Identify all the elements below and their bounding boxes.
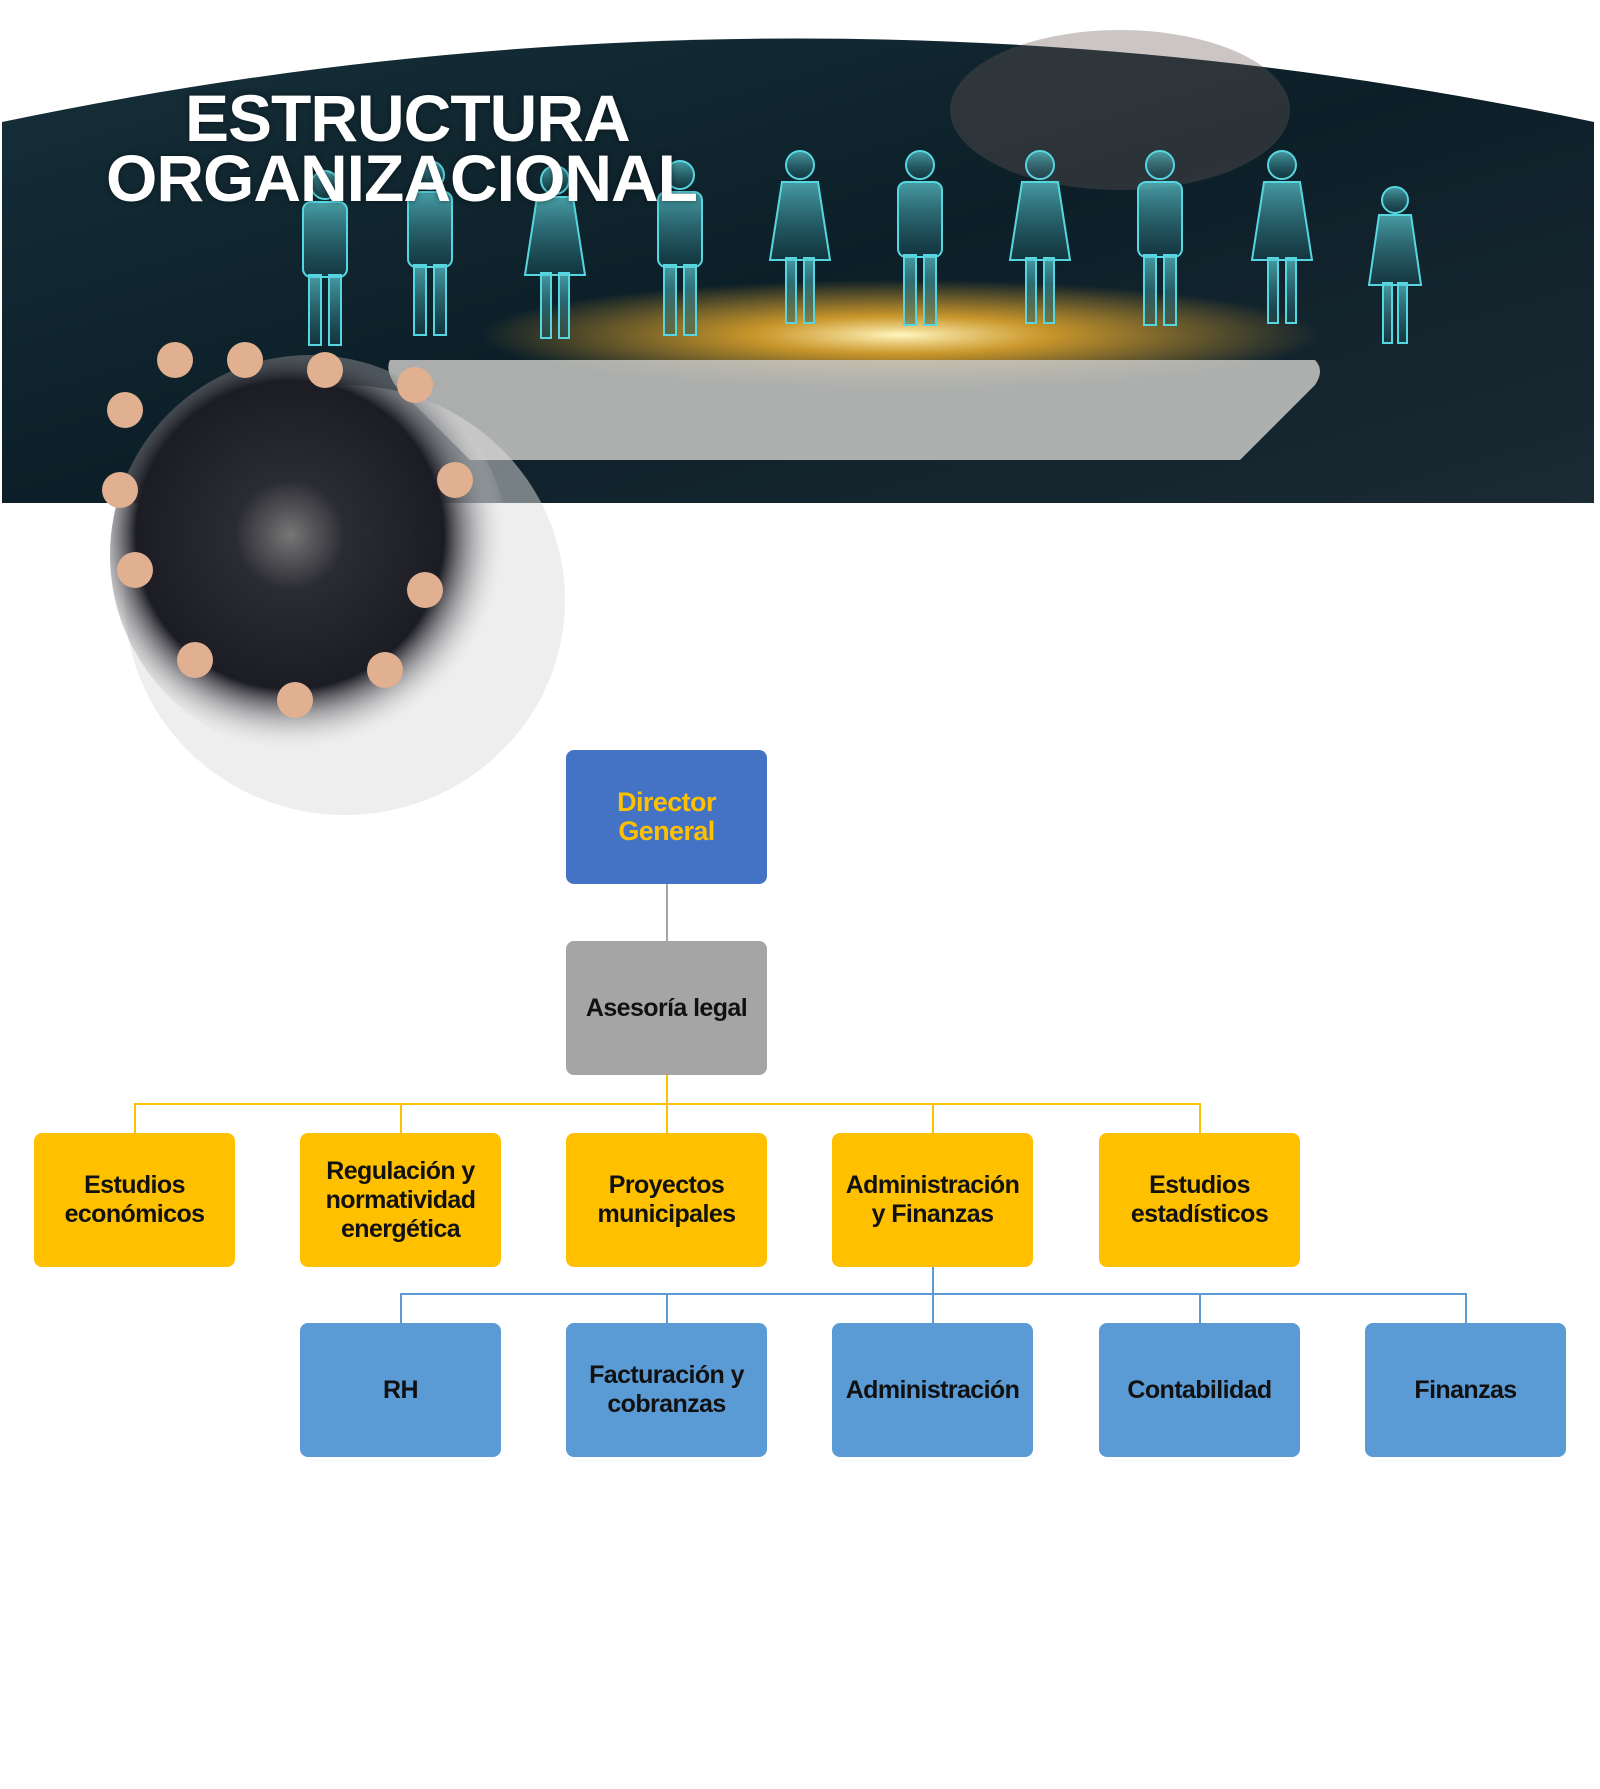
org-node-administracion-finanzas: Administración y Finanzas (832, 1133, 1033, 1267)
page-title-line2: ORGANIZACIONAL (106, 141, 698, 215)
org-node-label: Finanzas (1414, 1375, 1517, 1404)
org-node-director-general: Director General (566, 750, 767, 884)
org-node-label: RH (383, 1375, 419, 1404)
connector-director-advisor (666, 884, 668, 941)
connector-advisor-departments (666, 1075, 668, 1105)
team-hands-photo (102, 342, 565, 815)
org-node-rh: RH (300, 1323, 501, 1457)
org-node-label: Estudios estadísticos (1130, 1171, 1269, 1228)
connector-drop (1465, 1293, 1467, 1323)
org-node-label: Regulación y normatividad energética (325, 1156, 476, 1243)
org-node-proyectos-municipales: Proyectos municipales (566, 1133, 767, 1267)
org-node-label: Administración y Finanzas (845, 1171, 1020, 1228)
org-node-label: Administración (845, 1375, 1020, 1404)
org-node-facturacion-cobranzas: Facturación y cobranzas (566, 1323, 767, 1457)
org-node-estudios-economicos: Estudios económicos (34, 1133, 235, 1267)
org-node-regulacion-normatividad: Regulación y normatividad energética (300, 1133, 501, 1267)
connector-drop (932, 1103, 934, 1133)
connector-drop (1199, 1293, 1201, 1323)
org-node-administracion: Administración (832, 1323, 1033, 1457)
org-node-asesoria-legal: Asesoría legal (566, 941, 767, 1075)
org-node-label: Facturación y cobranzas (589, 1361, 744, 1418)
org-node-label: Director General (617, 787, 716, 846)
org-node-estudios-estadisticos: Estudios estadísticos (1099, 1133, 1300, 1267)
connector-drop (400, 1293, 402, 1323)
connector-drop (400, 1103, 402, 1133)
connector-subdepartments-bus (400, 1293, 1466, 1295)
connector-drop (134, 1103, 136, 1133)
org-node-label: Contabilidad (1127, 1375, 1272, 1404)
org-node-contabilidad: Contabilidad (1099, 1323, 1300, 1457)
connector-drop (666, 1103, 668, 1133)
org-node-label: Proyectos municipales (597, 1171, 737, 1228)
connector-drop (1199, 1103, 1201, 1133)
org-node-label: Asesoría legal (585, 993, 748, 1022)
org-node-label: Estudios económicos (64, 1171, 205, 1228)
org-node-finanzas: Finanzas (1365, 1323, 1566, 1457)
connector-drop (666, 1293, 668, 1323)
page-title: ESTRUCTURA (185, 81, 631, 155)
